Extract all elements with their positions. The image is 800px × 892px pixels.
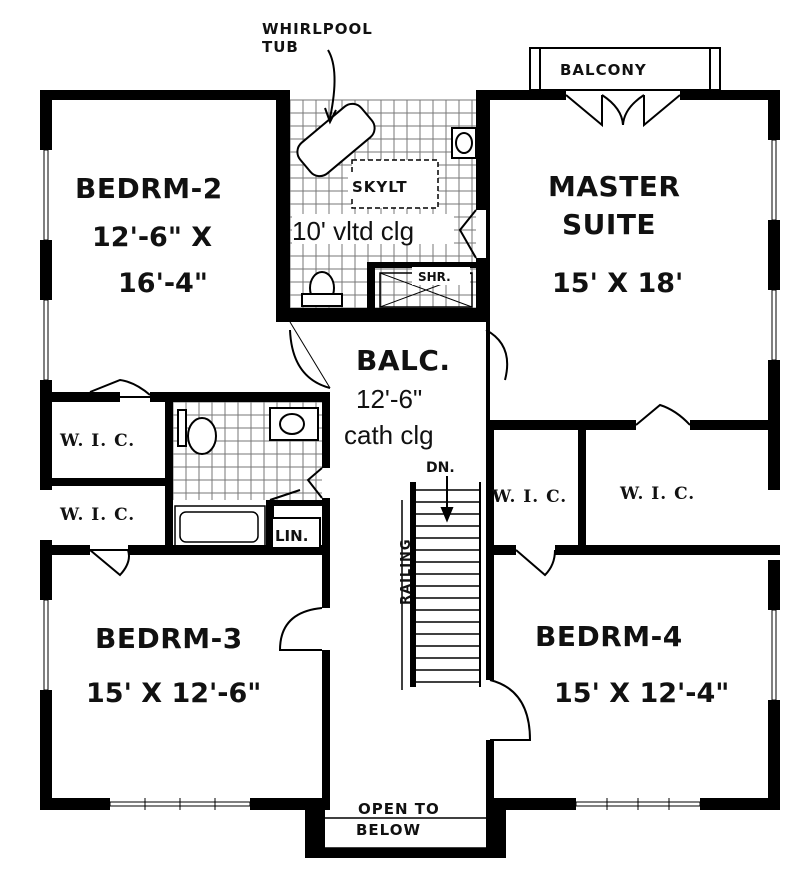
bedrm3-name: BEDRM-3 bbox=[95, 622, 243, 655]
master-suite-dim: 15' X 18' bbox=[552, 268, 683, 299]
whirlpool-label-2: TUB bbox=[262, 38, 299, 56]
interior-walls bbox=[40, 90, 780, 810]
whirlpool-label-1: WHIRLPOOL bbox=[262, 20, 373, 38]
bedrm4-name: BEDRM-4 bbox=[535, 620, 683, 653]
balc-name: BALC. bbox=[356, 344, 451, 377]
vaulted-ceiling-label: 10' vltd clg bbox=[292, 216, 414, 246]
wic-label-lower-left: W. I. C. bbox=[59, 505, 135, 525]
balc-dim: 12'-6" bbox=[356, 384, 422, 414]
bedrm4-dim: 15' X 12'-4" bbox=[554, 678, 729, 709]
wic-label-center-right: W. I. C. bbox=[491, 487, 567, 507]
master-suite-label-1: MASTER bbox=[548, 170, 681, 203]
open-to-below-2: BELOW bbox=[356, 821, 421, 839]
labels: WHIRLPOOL TUB BALCONY SKYLT 10' vltd clg… bbox=[59, 20, 729, 839]
balcony-label: BALCONY bbox=[560, 61, 647, 79]
bedrm2-dim-1: 12'-6" X bbox=[92, 222, 212, 253]
down-label: DN. bbox=[426, 460, 455, 476]
doors bbox=[89, 47, 721, 741]
linen-label: LIN. bbox=[275, 527, 308, 545]
bedrm2-dim-2: 16'-4" bbox=[118, 268, 208, 299]
open-to-below-1: OPEN TO bbox=[358, 800, 440, 818]
bedrm2-name: BEDRM-2 bbox=[75, 172, 223, 205]
shower-label: SHR. bbox=[418, 270, 451, 284]
stair bbox=[416, 482, 481, 687]
wic-label-upper-left: W. I. C. bbox=[59, 431, 135, 451]
bedrm3-dim: 15' X 12'-6" bbox=[86, 678, 261, 709]
wic-label-far-right: W. I. C. bbox=[619, 484, 695, 504]
balc-ceiling: cath clg bbox=[344, 420, 434, 450]
railing-label: RAILING bbox=[399, 538, 414, 605]
skylight-label: SKYLT bbox=[352, 178, 408, 196]
master-suite-label-2: SUITE bbox=[562, 208, 656, 241]
exterior-walls bbox=[40, 90, 780, 858]
